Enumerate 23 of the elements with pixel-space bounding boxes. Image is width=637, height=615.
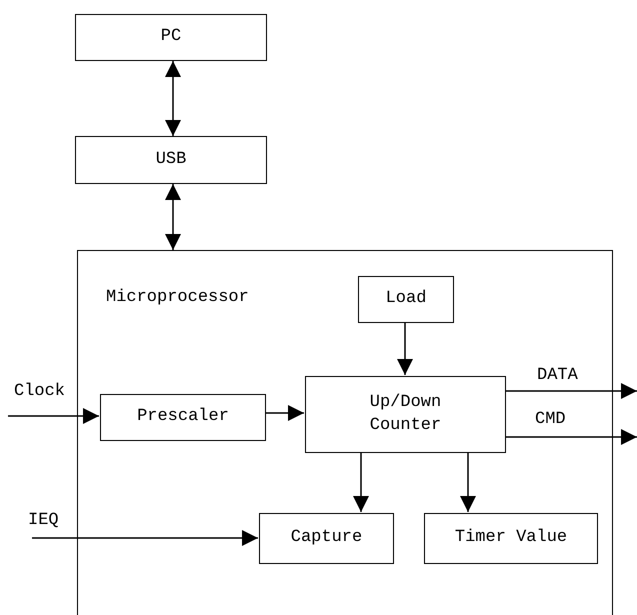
arrow [353, 452, 369, 512]
arrow [397, 322, 413, 375]
signal-label: DATA [537, 366, 578, 385]
container-box [77, 250, 613, 615]
arrow [460, 452, 476, 512]
process-box: Capture [259, 513, 394, 564]
process-box: Timer Value [424, 513, 598, 564]
process-box: Up/Down Counter [305, 376, 506, 453]
arrow [505, 429, 637, 445]
arrow [165, 61, 181, 136]
process-box: PC [75, 14, 267, 61]
process-box: USB [75, 136, 267, 184]
process-box: Load [358, 276, 454, 323]
arrow [505, 383, 637, 399]
signal-label: IEQ [28, 511, 59, 530]
arrow [8, 408, 99, 424]
arrow [32, 530, 258, 546]
container-title: Microprocessor [106, 287, 249, 309]
signal-label: CMD [535, 410, 566, 429]
arrow [265, 405, 304, 421]
process-box: Prescaler [100, 394, 266, 441]
arrow [165, 184, 181, 250]
signal-label: Clock [14, 382, 66, 401]
